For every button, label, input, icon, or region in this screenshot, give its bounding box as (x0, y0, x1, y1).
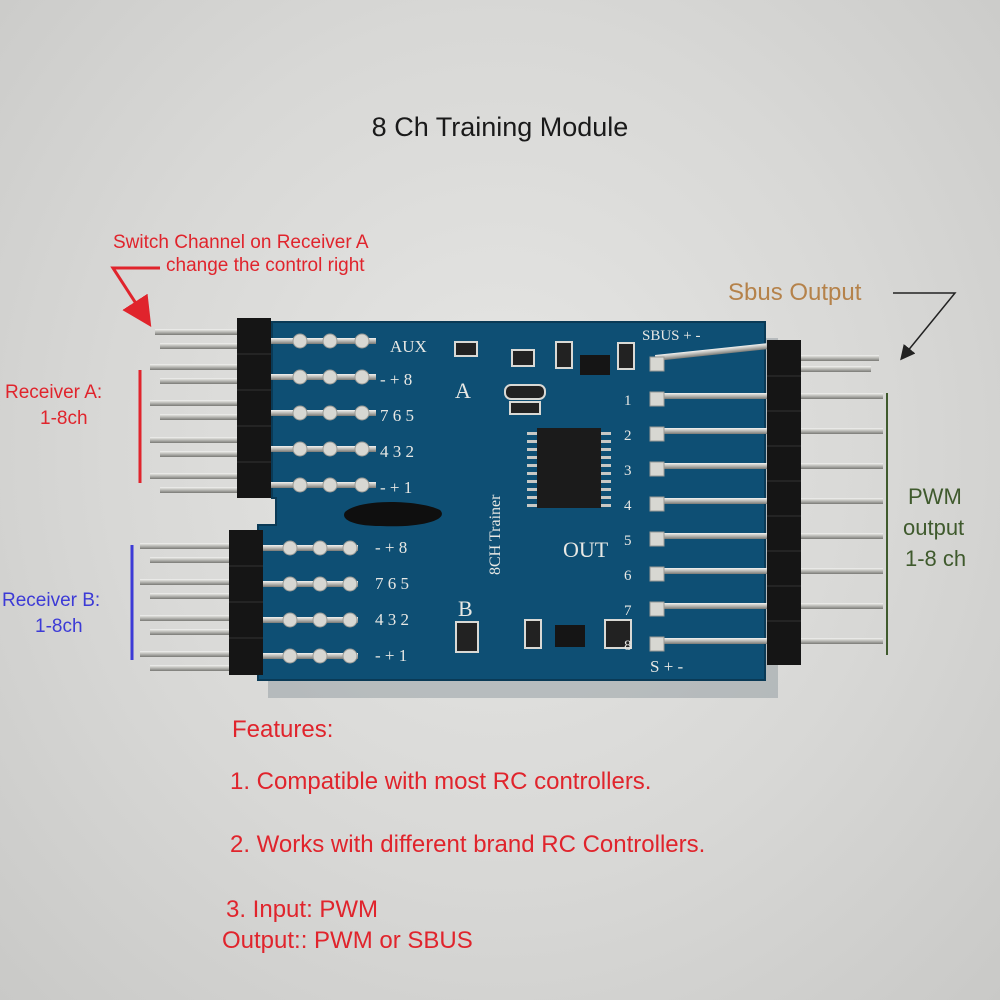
feature-item-3-line1: 3. Input: PWM (226, 896, 379, 923)
row-b-label-1: - + 8 (375, 538, 407, 557)
smd-components (454, 341, 635, 653)
switch-channel-label-line2: change the control right (166, 255, 365, 276)
row-b-label-2: 7 6 5 (375, 574, 409, 593)
sbus-output-arrow (893, 292, 957, 361)
board-label-b: B (458, 596, 473, 621)
out-number-1: 1 (624, 393, 632, 409)
board-label-bottom: S + - (650, 657, 684, 676)
receiver-a-label-line1: Receiver A: (5, 382, 103, 403)
pcb (258, 322, 765, 680)
feature-item-3-line2: Output:: PWM or SBUS (222, 927, 473, 954)
out-number-8: 8 (624, 638, 632, 654)
page-title: 8 Ch Training Module (371, 112, 629, 142)
board-label-aux: AUX (390, 337, 427, 356)
switch-channel-label-line1: Switch Channel on Receiver A (113, 232, 369, 253)
board-label-sbus: SBUS + - (642, 328, 700, 344)
pwm-output-label-line1: PWM (908, 484, 962, 509)
out-number-3: 3 (624, 463, 632, 479)
row-a-label-2: 7 6 5 (380, 406, 414, 425)
ic-chip (527, 428, 611, 508)
board-label-out: OUT (563, 537, 609, 562)
solder-pads-left (282, 333, 370, 664)
pwm-output-label-line3: 1-8 ch (905, 546, 967, 571)
transistor-2 (555, 625, 585, 647)
solder-pads-right (649, 356, 665, 652)
switch-channel-arrow (110, 266, 160, 328)
receiver-b-label-line1: Receiver B: (2, 590, 101, 611)
sbus-output-label: Sbus Output (728, 279, 862, 306)
row-a-label-3: 4 3 2 (380, 442, 414, 461)
transistor (580, 355, 610, 375)
out-number-4: 4 (624, 498, 632, 514)
header-b (140, 530, 358, 675)
pwm-output-label-line2: output (903, 515, 965, 540)
board-label-a: A (455, 378, 471, 403)
row-a-label-1: - + 8 (380, 370, 412, 389)
out-number-7: 7 (624, 603, 632, 619)
features-heading: Features: (232, 716, 334, 743)
board-label-trainer: 8CH Trainer (487, 494, 504, 575)
receiver-a-label-line2: 1-8ch (40, 408, 88, 429)
feature-item-1: 1. Compatible with most RC controllers. (230, 768, 652, 795)
out-number-6: 6 (624, 568, 632, 584)
out-number-2: 2 (624, 428, 632, 444)
row-b-label-3: 4 3 2 (375, 610, 409, 629)
solder-blob (344, 502, 442, 527)
out-number-5: 5 (624, 533, 632, 549)
row-a-label-4: - + 1 (380, 478, 412, 497)
header-out (655, 340, 883, 665)
receiver-b-label-line2: 1-8ch (35, 616, 83, 637)
row-b-label-4: - + 1 (375, 646, 407, 665)
feature-item-2: 2. Works with different brand RC Control… (230, 831, 706, 858)
